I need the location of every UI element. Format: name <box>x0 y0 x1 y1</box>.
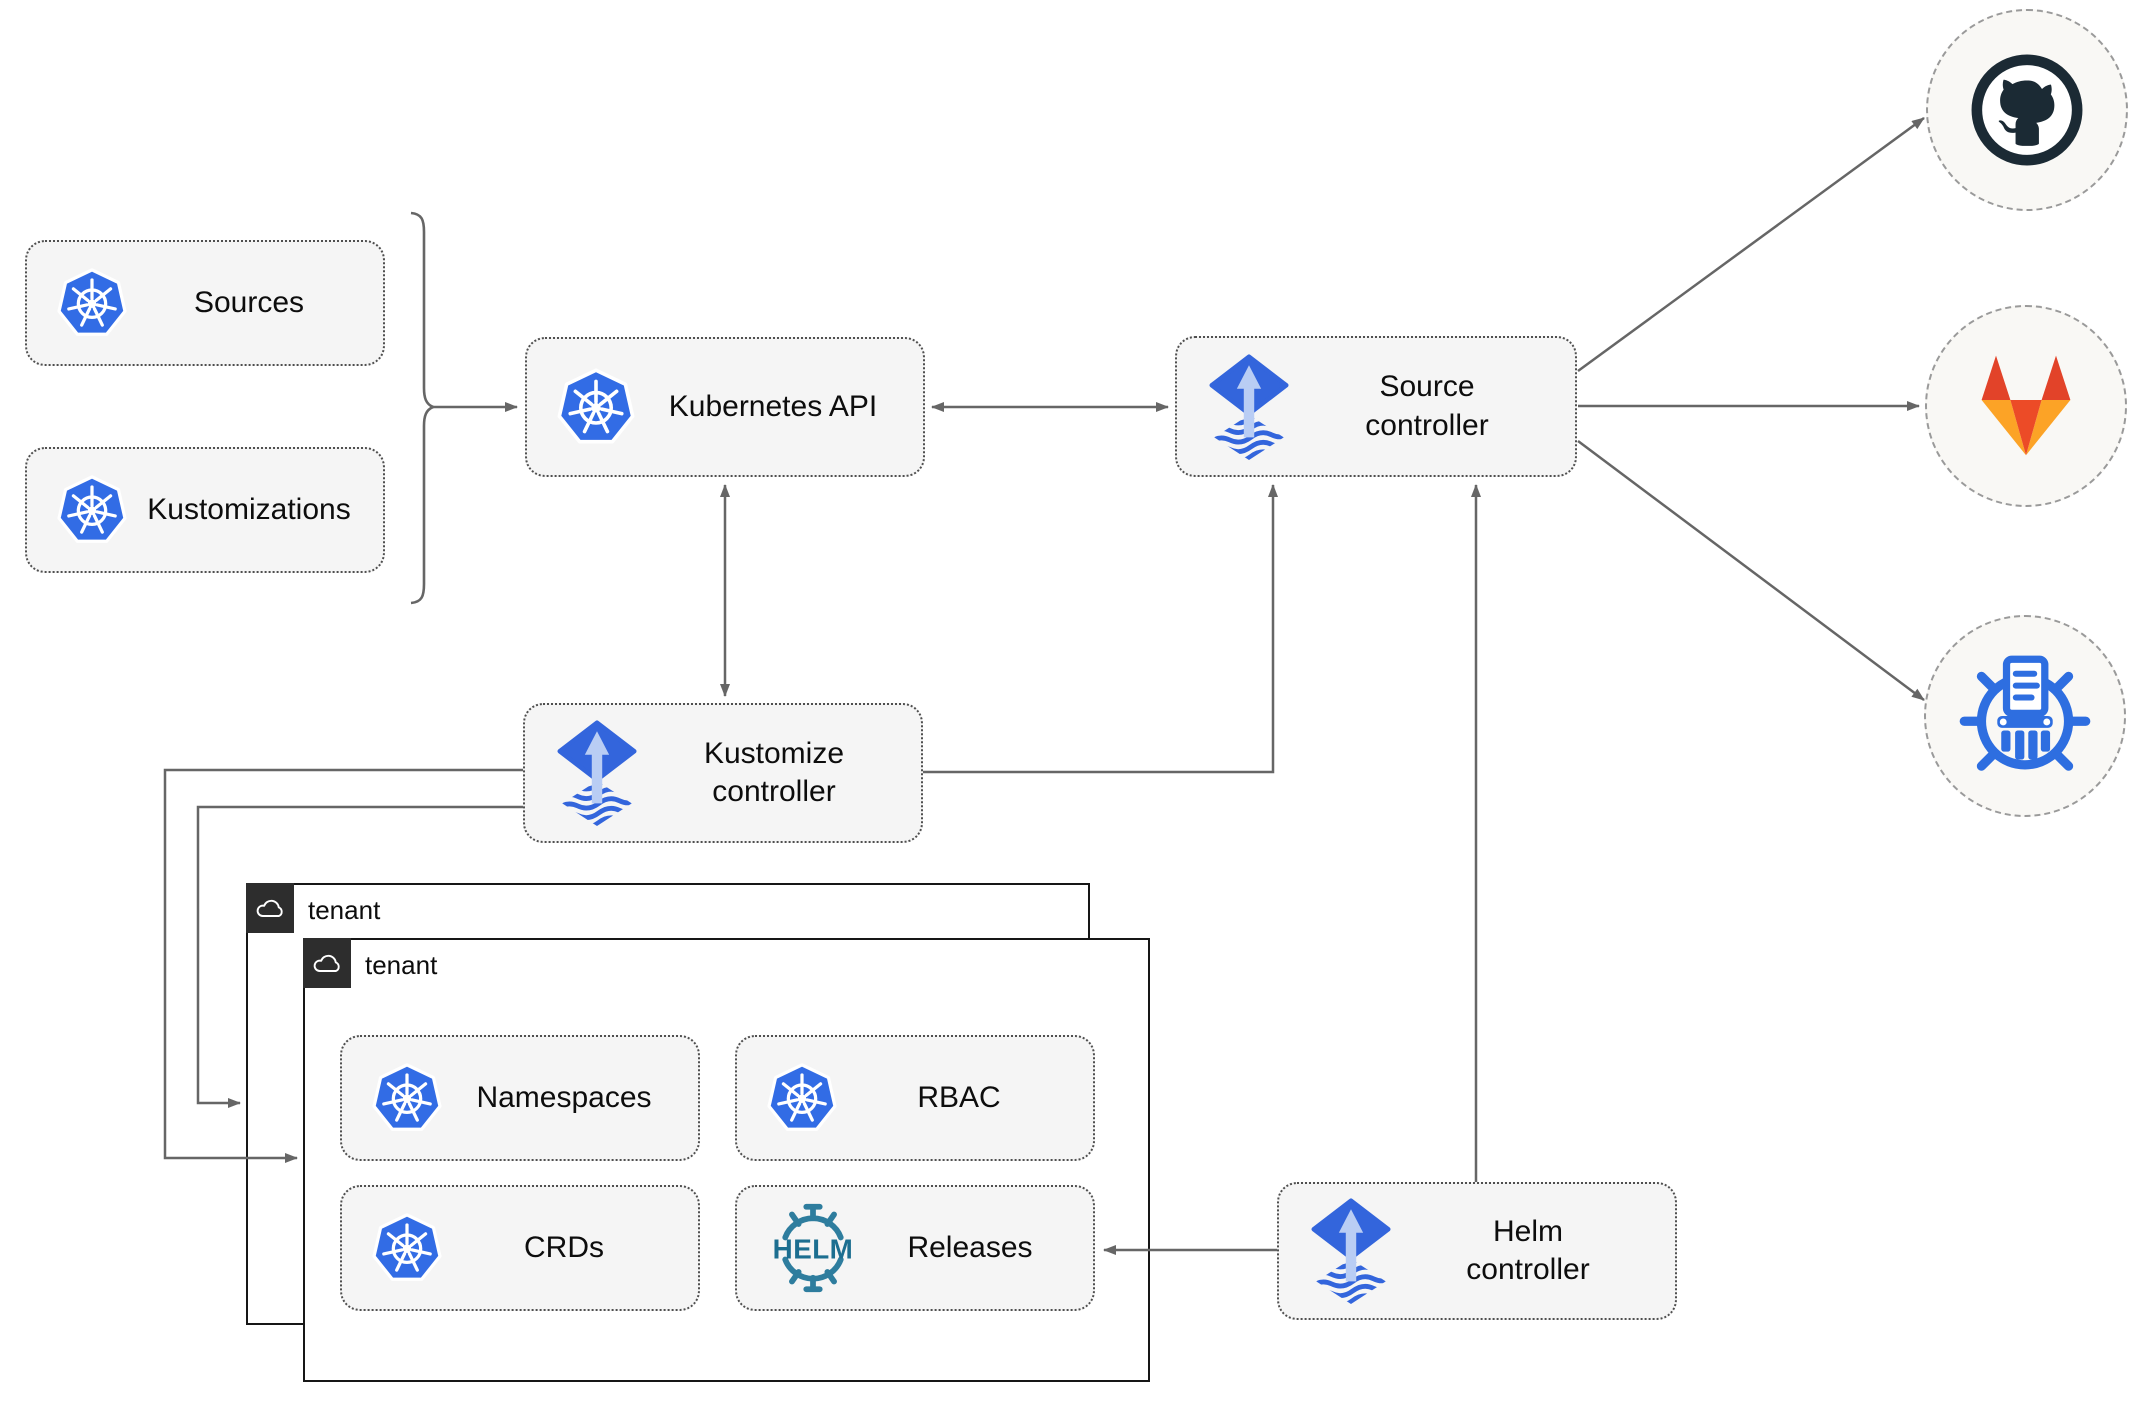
kubernetes-icon <box>55 474 129 546</box>
tenant-label: tenant <box>308 894 381 925</box>
kubernetes-icon <box>370 1212 444 1284</box>
node-kustomizations: Kustomizations <box>25 447 385 573</box>
chartmuseum-icon <box>1959 655 2091 771</box>
node-kubernetes-api: Kubernetes API <box>525 337 925 477</box>
helm-wordmark: HELM <box>773 1234 854 1265</box>
node-source-controller: Source controller <box>1175 336 1577 477</box>
node-helm-controller: Helm controller <box>1277 1182 1677 1320</box>
node-label: Releases <box>907 1230 1033 1264</box>
github-provider-circle <box>1926 9 2128 211</box>
node-label: Source controller <box>1365 370 1489 442</box>
node-sources: Sources <box>25 240 385 366</box>
helm-icon: HELM <box>765 1202 861 1294</box>
node-kustomize-controller: Kustomize controller <box>523 703 923 843</box>
kubernetes-icon <box>555 367 637 447</box>
github-icon <box>1971 54 2083 166</box>
arrow-source-to-github <box>1577 116 1925 373</box>
cloud-icon <box>256 899 283 917</box>
kubernetes-icon <box>765 1062 839 1134</box>
tenant-tag <box>246 883 294 933</box>
cloud-icon <box>313 954 340 972</box>
node-releases: HELM Releases <box>735 1185 1095 1311</box>
gitlab-icon <box>1981 355 2071 456</box>
node-label: Kubernetes API <box>668 389 878 423</box>
gitlab-provider-circle <box>1925 305 2127 507</box>
node-label: CRDs <box>524 1230 604 1264</box>
node-label: Namespaces <box>476 1080 652 1114</box>
tenant-tag <box>303 938 351 988</box>
arrow-kustomize-to-source <box>923 484 1278 774</box>
node-label: Helm controller <box>1466 1214 1590 1286</box>
node-namespaces: Namespaces <box>340 1035 700 1161</box>
kubernetes-icon <box>370 1062 444 1134</box>
brace-sources-group <box>410 211 437 605</box>
node-rbac: RBAC <box>735 1035 1095 1161</box>
tenant-label: tenant <box>365 949 438 980</box>
node-label: Kustomize controller <box>703 736 845 808</box>
kubernetes-icon <box>55 267 129 339</box>
node-crds: CRDs <box>340 1185 700 1311</box>
flux-icon <box>553 720 641 826</box>
node-label: Kustomizations <box>147 492 351 526</box>
arrow-source-to-chartmuseum <box>1577 439 1925 702</box>
node-label: Sources <box>193 285 305 319</box>
flux-icon <box>1205 353 1293 460</box>
chartmuseum-provider-circle <box>1924 615 2126 817</box>
node-label: RBAC <box>917 1080 1001 1114</box>
flux-icon <box>1307 1198 1395 1304</box>
